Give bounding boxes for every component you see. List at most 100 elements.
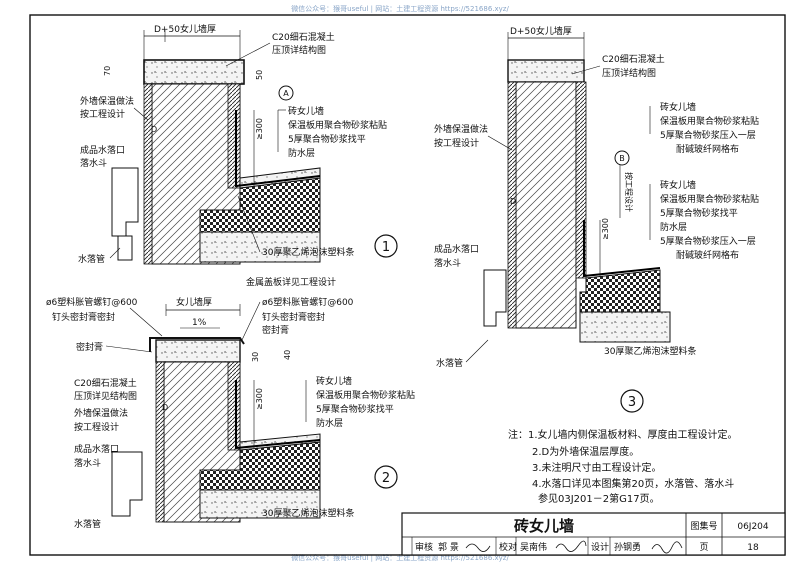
dim-70-1: 70: [103, 66, 112, 76]
drain-label-3b: 落水斗: [434, 257, 461, 269]
page-number: 18: [747, 543, 759, 553]
layer-labels-3-upper: 砖女儿墙 保温板用聚合物砂浆粘贴 5厚聚合物砂浆压入一层 耐碱玻纤网格布: [649, 101, 759, 155]
slope-2: 1%: [192, 318, 207, 328]
layer-3l-1: 砖女儿墙: [660, 179, 696, 191]
outer-insulation-2: [155, 361, 165, 523]
outer-insulation-1: [143, 83, 153, 265]
dim-D-3: D: [510, 197, 516, 206]
foam-strip-label-2: 30厚聚乙烯泡沫塑料条: [262, 507, 354, 519]
coping-3: [507, 59, 585, 83]
cover-label-2: 金属盖板详见工程设计: [246, 276, 336, 288]
nail-left-2b: 钉头密封膏密封: [52, 311, 115, 323]
dim-D-1: D: [151, 125, 157, 134]
layer-3l-4: 防水层: [660, 221, 687, 233]
layer-2-3: 5厚聚合物砂浆找平: [316, 403, 394, 415]
nail-left-2a: ø6塑料胀管螺钉@600: [46, 296, 138, 308]
coping-2: [155, 339, 241, 363]
downpipe-1: [117, 235, 133, 261]
coping-label-1b: 压顶详结构图: [272, 44, 326, 56]
title-block: 砖女儿墙 图集号 06J204 审核 郭 景 校对 吴南伟 设计 孙钢勇 页 1…: [401, 512, 786, 556]
parapet-wall-3: [515, 81, 577, 329]
layer-3l-3: 5厚聚合物砂浆找平: [660, 207, 738, 219]
layer-3u-4: 耐碱玻纤网格布: [676, 143, 739, 155]
drain-label-2b: 落水斗: [74, 457, 101, 469]
layer-3u-1: 砖女儿墙: [660, 101, 696, 113]
layer-labels-3-lower: 砖女儿墙 保温板用聚合物砂浆粘贴 5厚聚合物砂浆找平 防水层 5厚聚合物砂浆压入…: [649, 179, 759, 261]
detail-number-1: 1: [382, 240, 390, 255]
detail-number-2: 2: [382, 471, 390, 486]
layer-1-2: 保温板用聚合物砂浆粘贴: [288, 119, 387, 131]
insulation-label-2b: 按工程设计: [74, 421, 119, 433]
layer-3l-2: 保温板用聚合物砂浆粘贴: [660, 193, 759, 205]
dim-300-2: ≥300: [255, 388, 264, 410]
checker-signature: [555, 540, 587, 552]
sealant-left-2: 密封膏: [76, 341, 103, 353]
note-3: 3.未注明尺寸由工程设计定。: [532, 461, 662, 474]
coping-1: [143, 59, 245, 85]
layer-1-1: 砖女儿墙: [288, 105, 324, 117]
note-5: 参见03J201－2第G17页。: [538, 492, 660, 505]
coping-label-2b: 压顶详见结构图: [74, 390, 137, 402]
check-label: 校对: [499, 541, 517, 553]
inner-insulation-2: [227, 361, 241, 451]
atlas-label: 图集号: [690, 520, 717, 532]
insulation-label-2a: 外墙保温做法: [74, 407, 128, 419]
coping-label-3a: C20细石混凝土: [602, 53, 665, 65]
dim-300-3: ≥300: [601, 218, 610, 240]
drawing-title: 砖女儿墙: [514, 517, 574, 535]
downpipe-label-1: 水落管: [78, 253, 105, 265]
watermark-top: 微信公众号：猴哥useful | 网站：土建工程资源 https://52168…: [291, 4, 509, 13]
drain-outlet-1: [111, 167, 139, 237]
dim-D-2: D: [162, 403, 168, 412]
detail-2: 女儿墙厚 1% 30 40 D ≥300 ø6塑料胀管螺钉@600 钉头密封膏密…: [46, 276, 415, 530]
roof-slab-2: [199, 489, 321, 519]
section-mark-3: B: [619, 154, 625, 163]
nail-right-2a: ø6塑料胀管螺钉@600: [262, 296, 354, 308]
designer-signature: [651, 541, 683, 554]
layer-1-4: 防水层: [288, 147, 315, 159]
reviewer-signature: [465, 543, 491, 552]
designer-name: 孙钢勇: [614, 541, 641, 553]
section-mark-1: A: [283, 89, 289, 98]
roof-slab-1: [199, 231, 321, 263]
dim-300-1: ≥300: [255, 118, 264, 140]
layer-2-1: 砖女儿墙: [316, 375, 352, 387]
layer-3u-2: 保温板用聚合物砂浆粘贴: [660, 115, 759, 127]
checker-name: 吴南伟: [520, 541, 547, 553]
insulation-label-3a: 外墙保温做法: [434, 123, 488, 135]
reviewer-name: 郭 景: [438, 541, 459, 553]
layer-3l-5: 5厚聚合物砂浆压入一层: [660, 235, 756, 247]
dim-30-2: 30: [251, 352, 260, 362]
atlas-number: 06J204: [737, 522, 769, 532]
roof-slab-3: [579, 311, 671, 343]
layer-3u-3: 5厚聚合物砂浆压入一层: [660, 129, 756, 141]
drain-outlet-2: [111, 451, 143, 517]
coping-label-3b: 压顶详结构图: [602, 67, 656, 79]
drain-label-1a: 成品水落口: [80, 144, 125, 156]
page-label: 页: [699, 542, 708, 553]
sheet-border: [29, 14, 786, 556]
detail-number-3: 3: [628, 395, 636, 410]
inner-insulation-3: [575, 81, 587, 279]
detail-1: D+50 女儿墙厚 70 50 D ≥300 A C20细石混凝土 压顶详结构图…: [78, 23, 398, 265]
dim-40-2: 40: [283, 350, 292, 360]
downpipe-label-2: 水落管: [74, 518, 101, 530]
dim-50-1: 50: [255, 70, 264, 80]
foam-strip-label-3: 30厚聚乙烯泡沫塑料条: [604, 345, 696, 357]
layer-2-2: 保温板用聚合物砂浆粘贴: [316, 389, 415, 401]
layer-3l-6: 耐碱玻纤网格布: [676, 249, 739, 261]
layer-labels-1: 砖女儿墙 保温板用聚合物砂浆粘贴 5厚聚合物砂浆找平 防水层: [277, 105, 387, 159]
detail-3: D+50女儿墙厚 C20细石混凝土 压顶详结构图 外墙保温做法 按工程设计 D …: [434, 25, 759, 413]
coping-label-2a: C20细石混凝土: [74, 377, 137, 389]
layer-labels-2: 砖女儿墙 保温板用聚合物砂浆粘贴 5厚聚合物砂浆找平 防水层: [305, 375, 415, 429]
nail-right-2b: 钉头密封膏密封: [262, 311, 325, 323]
note-1: 注：1.女儿墙内侧保温板材料、厚度由工程设计定。: [508, 428, 738, 441]
waterproof-layer-1: [235, 110, 321, 188]
foam-strip-label-1: 30厚聚乙烯泡沫塑料条: [262, 246, 354, 258]
sealant-right-2: 密封膏: [262, 324, 289, 336]
note-4: 4.水落口详见本图集第20页，水落管、落水斗: [532, 477, 734, 490]
wall-thickness-1: 女儿墙厚: [180, 23, 216, 35]
insulation-label-1b: 按工程设计: [80, 108, 125, 120]
dim-d50-1: D+50: [154, 25, 180, 35]
